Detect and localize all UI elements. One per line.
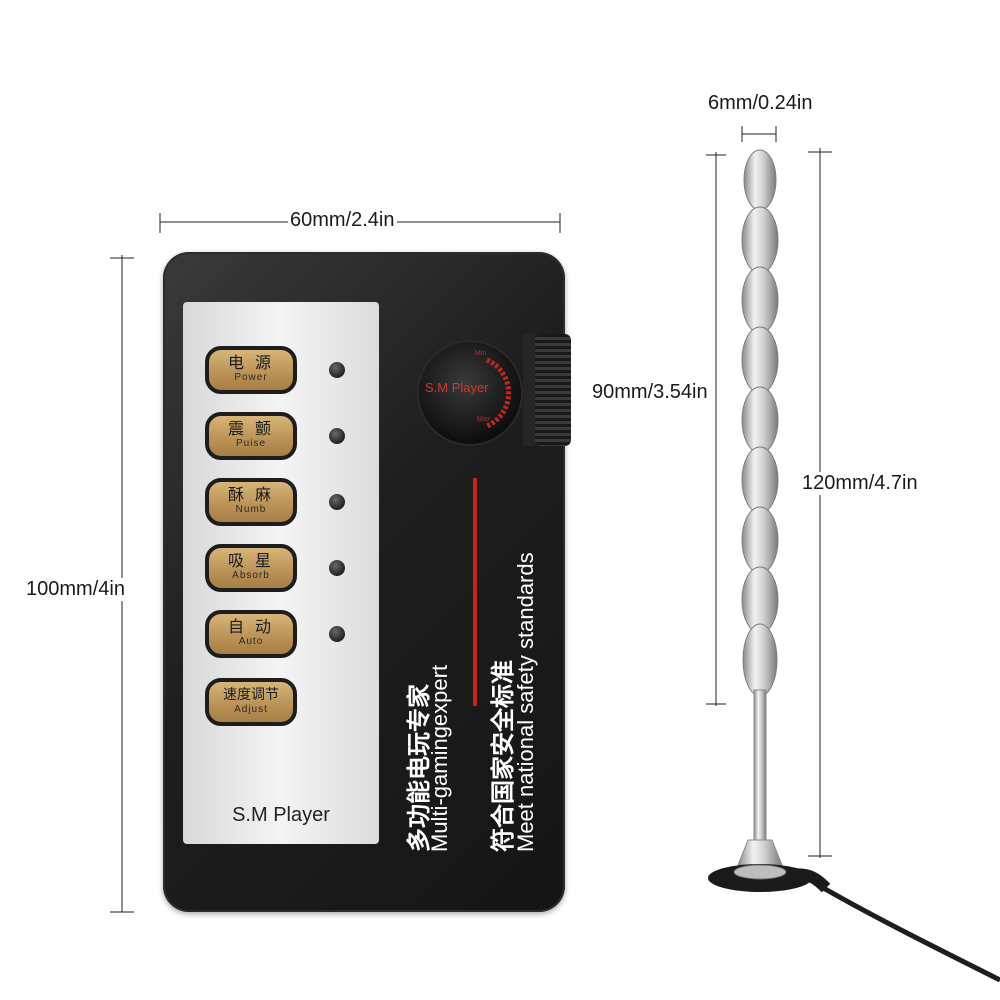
- pulse-led: [329, 428, 345, 444]
- slogan-en-1: Multi-gamingexpert: [427, 664, 452, 852]
- probe-total-length-label: 120mm/4.7in: [800, 472, 920, 495]
- absorb-button-en: Absorb: [232, 570, 270, 581]
- power-led: [329, 362, 345, 378]
- intensity-dial[interactable]: [415, 338, 525, 448]
- numb-button-en: Numb: [235, 504, 267, 515]
- adjust-button[interactable]: 速度调节 Adjust: [205, 678, 297, 726]
- absorb-button-cn: 吸 星: [227, 551, 275, 570]
- panel-brand: S.M Player: [232, 804, 330, 826]
- adjust-button-cn: 速度调节: [223, 687, 279, 703]
- power-button-cn: 电 源: [227, 353, 275, 372]
- auto-button[interactable]: 自 动 Auto: [205, 610, 297, 658]
- control-box: 电 源 Power 震 颤 Puise 酥 麻 Numb 吸 星 Absorb …: [163, 252, 571, 912]
- numb-button[interactable]: 酥 麻 Numb: [205, 478, 297, 526]
- auto-button-cn: 自 动: [227, 617, 275, 636]
- height-label: 100mm/4in: [24, 578, 127, 601]
- dial-label: S.M Player: [425, 380, 489, 395]
- auto-button-en: Auto: [238, 636, 264, 647]
- red-divider: [473, 478, 477, 706]
- pulse-button-en: Puise: [235, 438, 266, 449]
- dial-max-label: Max: [477, 416, 491, 423]
- dial-grip[interactable]: [535, 334, 571, 446]
- width-label: 60mm/2.4in: [288, 209, 397, 232]
- slogan-en-2: Meet national safety standards: [513, 552, 538, 852]
- power-button-en: Power: [234, 372, 268, 383]
- pulse-button-cn: 震 颤: [227, 419, 275, 438]
- power-button[interactable]: 电 源 Power: [205, 346, 297, 394]
- dial-min-label: Min: [475, 350, 487, 357]
- dial-housing: [523, 334, 537, 446]
- probe-bead-length-label: 90mm/3.54in: [590, 381, 710, 404]
- probe: [708, 149, 1000, 983]
- numb-led: [329, 494, 345, 510]
- pulse-button[interactable]: 震 颤 Puise: [205, 412, 297, 460]
- absorb-led: [329, 560, 345, 576]
- numb-button-cn: 酥 麻: [227, 485, 275, 504]
- probe-diameter-label: 6mm/0.24in: [706, 92, 815, 115]
- auto-led: [329, 626, 345, 642]
- adjust-button-en: Adjust: [234, 704, 268, 715]
- button-panel: 电 源 Power 震 颤 Puise 酥 麻 Numb 吸 星 Absorb …: [183, 302, 379, 844]
- absorb-button[interactable]: 吸 星 Absorb: [205, 544, 297, 592]
